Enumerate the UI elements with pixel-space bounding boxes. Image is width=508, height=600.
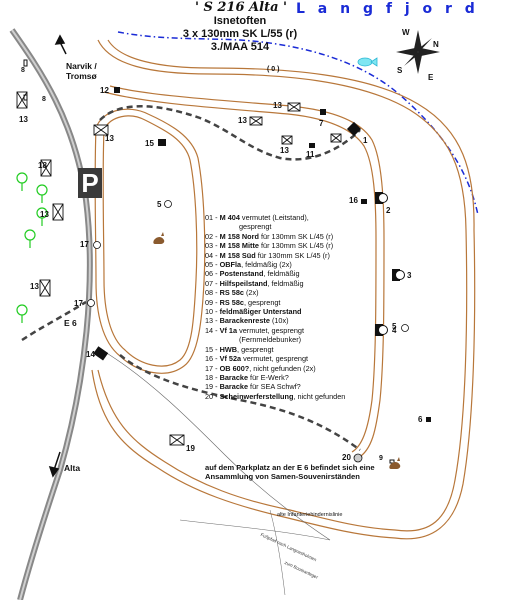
marker-8a: 8 xyxy=(21,67,25,74)
access-road xyxy=(91,39,476,540)
marker-2: 2 xyxy=(386,206,391,215)
infantry-line-label: alte Infanteriehindernislinie xyxy=(277,512,343,518)
legend-item: 05 - OBFla, feldmäßig (2x) xyxy=(205,260,292,270)
fjord-label: L a n g f j o r d xyxy=(296,1,479,17)
fish-icon xyxy=(357,57,378,67)
inner-track xyxy=(94,108,206,374)
legend-item: 08 - RS 58c (2x) xyxy=(205,288,259,298)
legend-item: 14 - Vf 1a vermutet, gesprengt xyxy=(205,325,304,335)
compass-s: S xyxy=(397,66,403,75)
legend-item: 17 - OB 600?, nicht gefunden (2x) xyxy=(205,363,316,373)
legend-item: 02 - M 158 Nord für 130mm SK L/45 (r) xyxy=(205,231,334,241)
observation-post-icons xyxy=(87,200,409,463)
legend-item: 19 - Baracke für SEA Schwf? xyxy=(205,382,301,392)
compass-n: N xyxy=(433,40,439,49)
marker-13g: 13 xyxy=(280,146,289,155)
east-track xyxy=(103,85,385,459)
marker-6: 6 xyxy=(418,415,423,424)
marker-13c: 13 xyxy=(40,210,49,219)
legend-item: 16 - Vf 52a vermutet, gesprengt xyxy=(205,354,309,364)
marker-4: 4 xyxy=(392,326,397,335)
direction-arrows xyxy=(48,34,67,478)
narvik-label: Narvik / xyxy=(66,61,97,71)
marker-11: 11 xyxy=(306,150,315,159)
marker-13d: 13 xyxy=(30,282,39,291)
marker-3: 3 xyxy=(407,271,412,280)
legend-item: 03 - M 158 Mitte für 130mm SK L/45 (r) xyxy=(205,241,334,251)
marker-5b: 5 xyxy=(392,322,397,331)
legend-item: 09 - RS 58c, gesprengt xyxy=(205,297,281,307)
compass-e: E xyxy=(428,73,434,82)
parking-note: auf dem Parkplatz an der E 6 befindet si… xyxy=(205,463,375,482)
location-name: Isnetoften xyxy=(213,15,267,27)
legend-item: 18 - Baracke für E-Werk? xyxy=(205,372,289,382)
bunker-icons xyxy=(23,59,431,464)
footpath-line xyxy=(104,351,331,541)
marker-17a: 17 xyxy=(80,240,89,249)
road-zero-label: ( 0 ) xyxy=(267,66,280,73)
site-title: ' S 216 Alta ' xyxy=(194,0,288,15)
marker-15: 15 xyxy=(145,139,154,148)
marker-5a: 5 xyxy=(157,200,162,209)
marker-18: 18 xyxy=(38,161,47,170)
legend-item: 01 - M 404 vermutet (Leitstand), xyxy=(205,213,309,222)
animal-icons xyxy=(153,232,401,469)
legend-item: 07 - Hilfspeilstand, feldmäßig xyxy=(205,278,304,288)
infantry-lines xyxy=(21,105,361,452)
parking-icon: P xyxy=(78,168,102,198)
marker-17b: 17 xyxy=(74,299,83,308)
marker-13f: 13 xyxy=(238,116,247,125)
marker-14: 14 xyxy=(86,350,95,359)
tree-icons xyxy=(16,172,48,323)
legend: 01 - M 404 vermutet (Leitstand),gespreng… xyxy=(205,213,380,401)
marker-20: 20 xyxy=(342,453,351,462)
legend-item: 13 - Barackenreste (10x) xyxy=(205,316,289,326)
barrack-icons xyxy=(16,91,342,446)
legend-item: 15 - HWB, gesprengt xyxy=(205,344,274,354)
compass-w: W xyxy=(402,28,410,37)
gun-position-icons xyxy=(375,192,405,336)
marker-19: 19 xyxy=(186,444,195,453)
marker-13b: 13 xyxy=(105,134,114,143)
marker-16: 16 xyxy=(349,196,358,205)
legend-item-cont: gesprengt xyxy=(239,222,272,232)
e6-label: E 6 xyxy=(64,318,77,328)
legend-item: 06 - Postenstand, feldmäßig xyxy=(205,269,300,279)
coastline xyxy=(117,31,479,216)
marker-8b: 8 xyxy=(42,96,46,103)
marker-13a: 13 xyxy=(19,115,28,124)
marker-12: 12 xyxy=(100,86,109,95)
legend-item: 20 - Scheinwerferstellung, nicht gefunde… xyxy=(205,391,346,401)
marker-1: 1 xyxy=(363,136,368,145)
legend-item-cont: (Fernmeldebunker) xyxy=(239,335,302,345)
marker-7: 7 xyxy=(319,119,324,128)
legend-item: 04 - M 158 Süd für 130mm SK L/45 (r) xyxy=(205,250,330,260)
tromso-label: Tromsø xyxy=(66,71,97,81)
unit: 3./MAA 514 xyxy=(210,41,270,53)
alta-label: Alta xyxy=(64,463,81,473)
legend-item: 10 - feldmäßiger Unterstand xyxy=(205,307,302,317)
compass-rose-icon xyxy=(396,30,440,74)
marker-13e: 13 xyxy=(273,101,282,110)
marker-9: 9 xyxy=(379,455,383,462)
armament: 3 x 130mm SK L/55 (r) xyxy=(182,28,298,40)
